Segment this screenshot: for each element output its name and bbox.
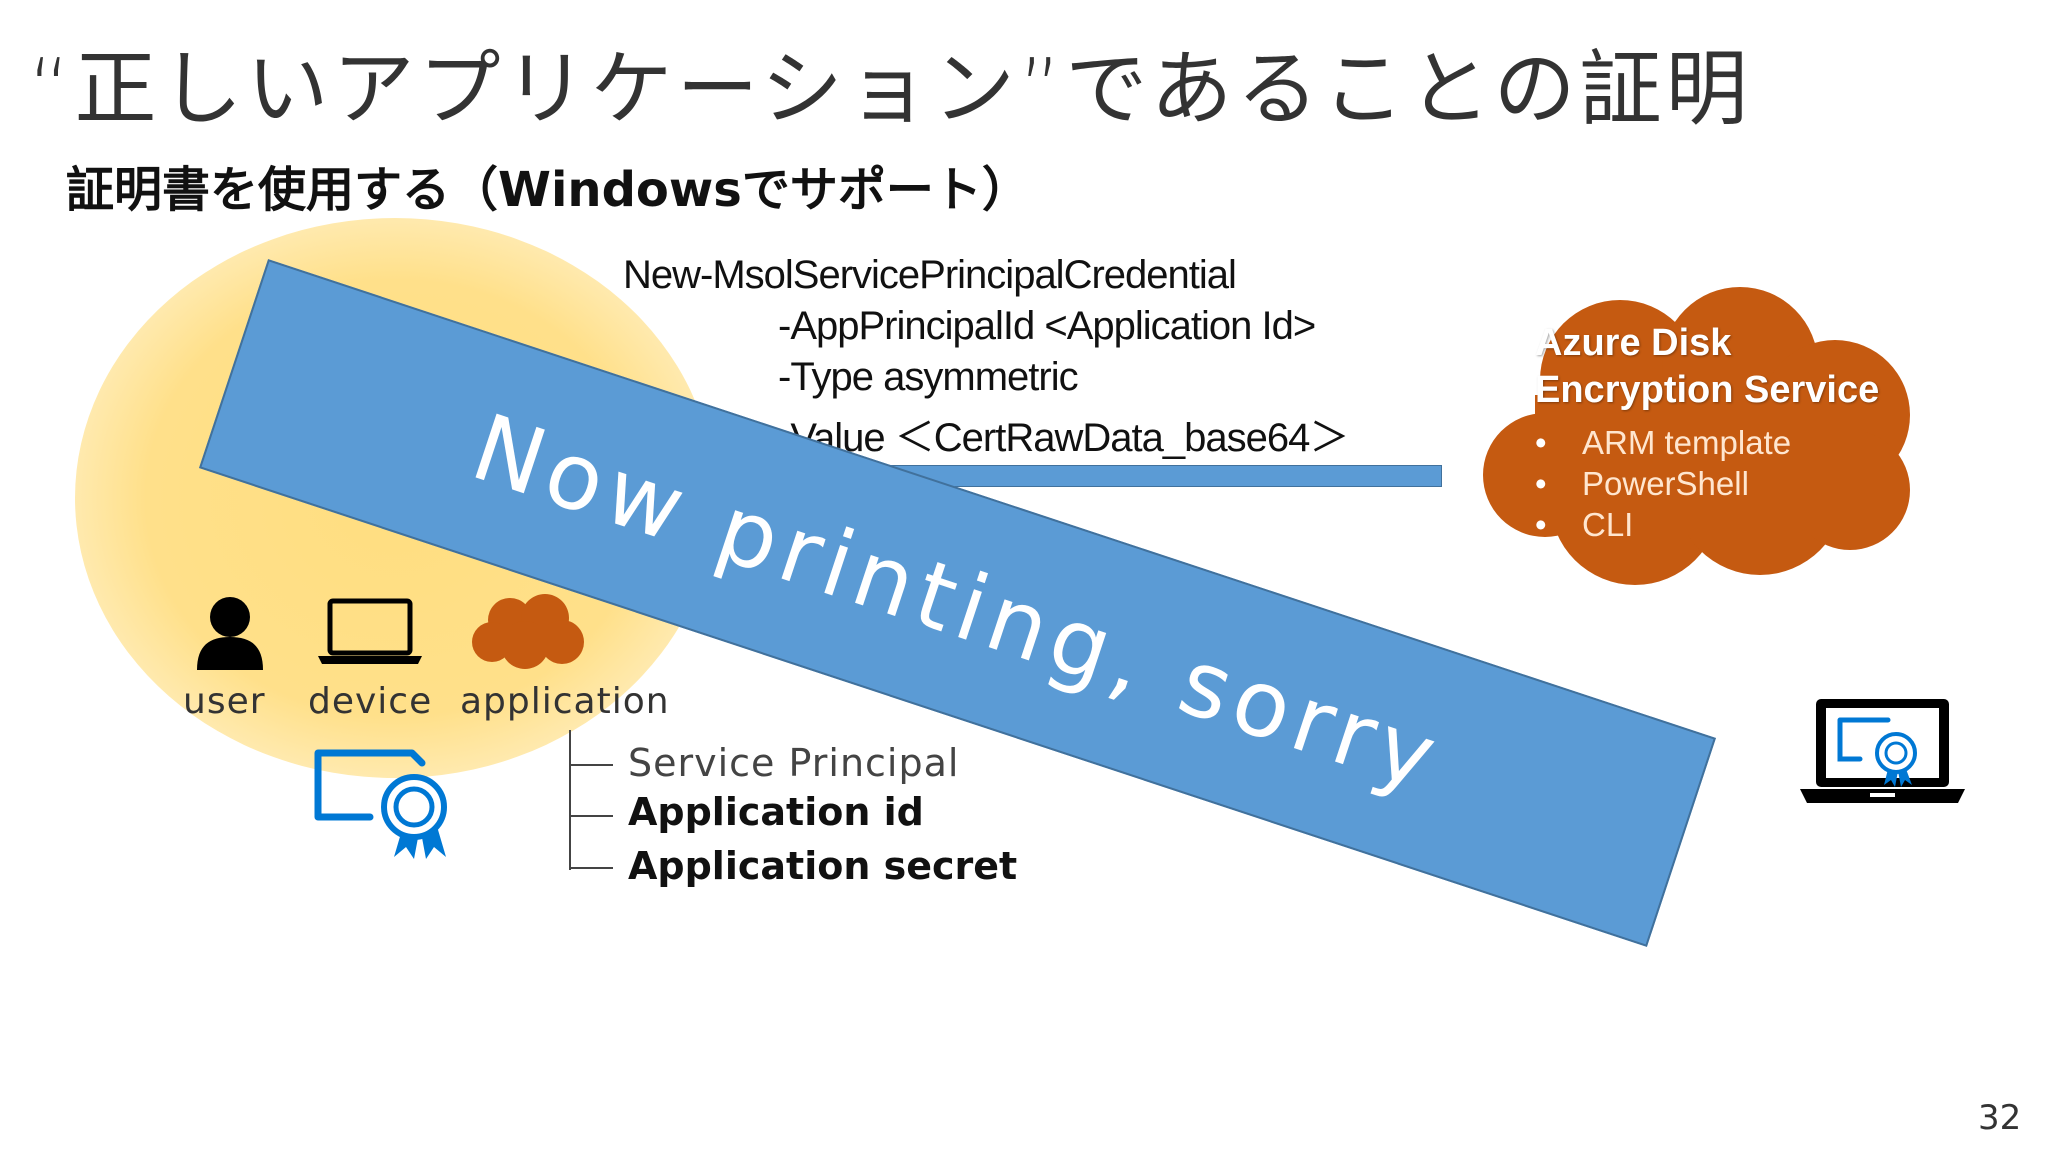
- application-id-label: Application id: [628, 790, 924, 834]
- label-application: application: [460, 681, 670, 722]
- application-secret-label: Application secret: [628, 844, 1018, 888]
- user-icon: [197, 597, 263, 670]
- command-line-4: -Value ＜CertRawData_base64＞: [778, 416, 1349, 460]
- slide-title: “正しいアプリケーション”であることの証明: [28, 42, 1752, 137]
- laptop-certificate-icon: [1800, 699, 1965, 803]
- cloud-method-item: CLI: [1535, 504, 1879, 545]
- service-principal-heading: Service Principal: [628, 741, 960, 785]
- cloud-method-item: PowerShell: [1535, 463, 1879, 504]
- application-cloud-icon: [472, 594, 584, 669]
- command-line-1: New-MsolServicePrincipalCredential: [623, 253, 1237, 297]
- cloud-content: Azure Disk Encryption Service ARM templa…: [1535, 320, 1879, 545]
- command-line-2: -AppPrincipalId <Application Id>: [778, 304, 1316, 348]
- certificate-icon: [314, 749, 447, 859]
- cloud-title-line-1: Azure Disk: [1535, 322, 1732, 364]
- cloud-method-list: ARM template PowerShell CLI: [1535, 422, 1879, 545]
- device-icon: [318, 598, 422, 664]
- label-device: device: [308, 681, 433, 722]
- cloud-title-line-2: Encryption Service: [1535, 369, 1880, 411]
- page-number: 32: [1978, 1098, 2022, 1138]
- label-user: user: [183, 681, 266, 722]
- service-principal-tree-lines: [569, 730, 613, 870]
- cloud-method-item: ARM template: [1535, 422, 1879, 463]
- slide-subtitle: 証明書を使用する（Windowsでサポート）: [66, 162, 1030, 218]
- command-line-3: -Type asymmetric: [778, 355, 1079, 399]
